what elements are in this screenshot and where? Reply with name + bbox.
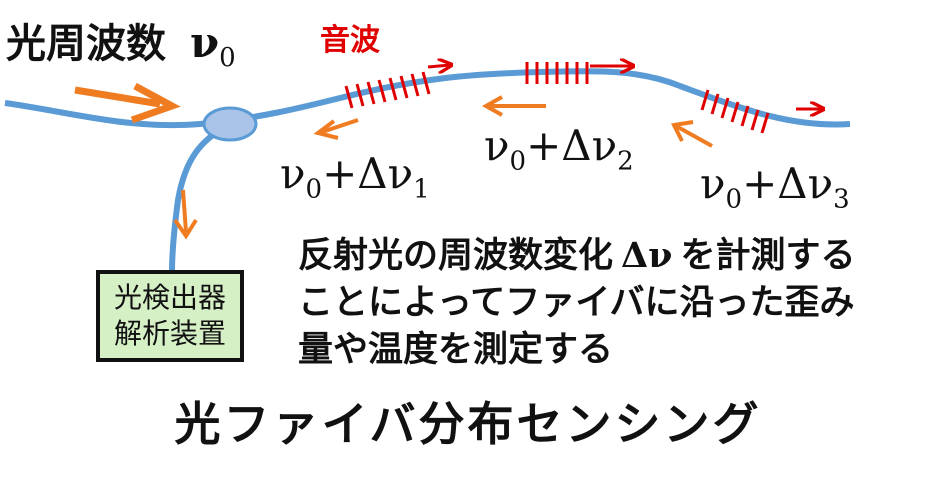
description-line-3: 量や温度を測定する — [298, 330, 614, 370]
shift-2-base: ν — [484, 121, 510, 170]
reflected-arrow-1 — [313, 118, 359, 140]
coupler — [202, 106, 258, 142]
page-title: 光ファイバ分布センシング — [174, 397, 762, 451]
shift-3-sub: 3 — [833, 184, 850, 215]
shift-3-base: ν — [700, 159, 726, 208]
input-nu-subscript: 0 — [219, 43, 236, 73]
description-line-2: ことによってファイバに沿った歪み — [298, 283, 855, 323]
shift-label-3: ν0+Δν3 — [700, 160, 850, 223]
shift-3-base-sub: 0 — [725, 184, 743, 215]
description-line-1-post: を計測する — [680, 236, 856, 276]
reflected-arrow-3 — [670, 120, 713, 148]
input-label-text: 光周波数 — [6, 21, 166, 67]
detector-box: 光検出器 解析装置 — [96, 270, 244, 362]
input-arrow — [74, 82, 181, 124]
shift-1-sub: 1 — [413, 174, 430, 205]
down-arrow — [173, 189, 198, 240]
detector-line-2: 解析装置 — [113, 317, 226, 350]
shift-1-base: ν — [280, 149, 306, 198]
acoustic-wave-1 — [344, 65, 450, 109]
detector-line-1: 光検出器 — [113, 281, 226, 314]
shift-2-base-sub: 0 — [509, 146, 527, 177]
input-label: 光周波数 ν0 — [6, 20, 236, 81]
shift-2-plus: +Δν — [526, 121, 618, 170]
input-nu-symbol: ν — [189, 18, 220, 67]
shift-3-plus: +Δν — [742, 159, 834, 208]
shift-label-2: ν0+Δν2 — [484, 122, 634, 185]
reflected-arrow-2 — [481, 95, 546, 117]
shift-2-sub: 2 — [617, 146, 634, 177]
acoustic-wave-3 — [700, 89, 822, 134]
description-line-1-pre: 反射光の周波数変化 — [298, 236, 614, 276]
acoustic-label: 音波 — [320, 23, 380, 58]
shift-1-plus: +Δν — [322, 149, 414, 198]
description-delta-nu: Δν — [621, 235, 673, 276]
branch-fiber — [169, 121, 232, 273]
shift-label-1: ν0+Δν1 — [280, 150, 430, 213]
acoustic-wave-2 — [525, 62, 632, 84]
shift-1-base-sub: 0 — [305, 174, 323, 205]
